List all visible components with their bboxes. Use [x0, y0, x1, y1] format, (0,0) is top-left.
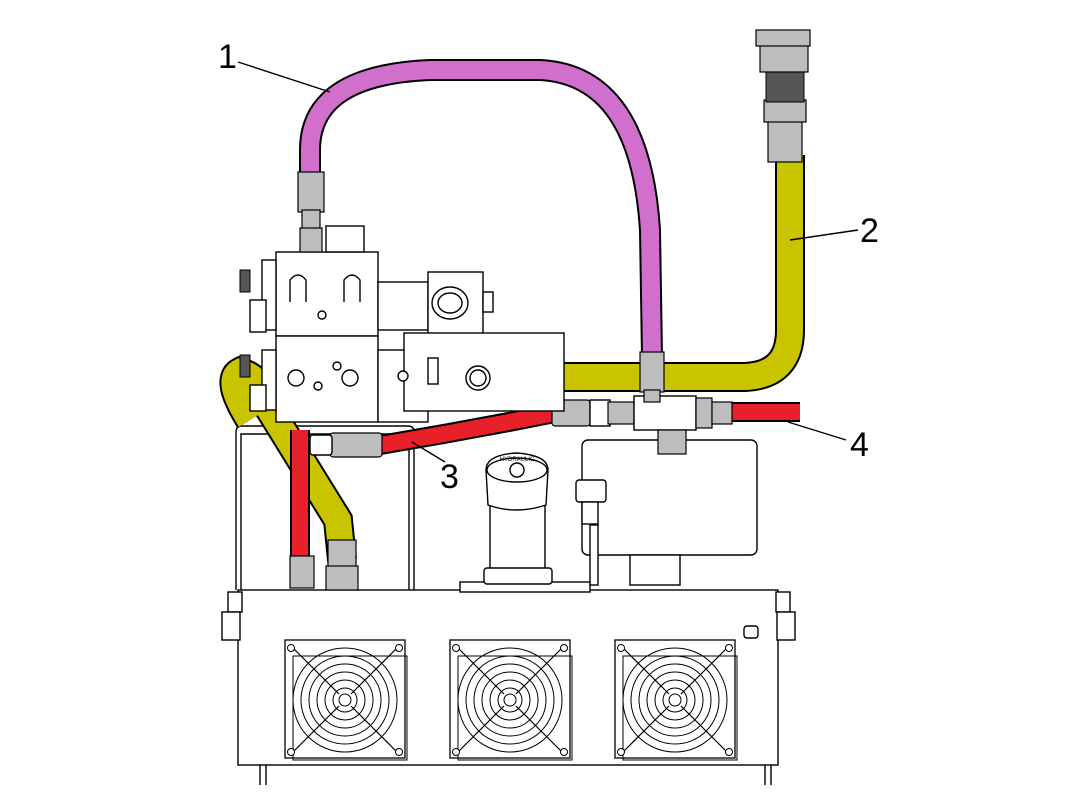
fan-1 — [284, 639, 408, 761]
callout-2-label: 2 — [860, 212, 879, 250]
pressure-sensor — [575, 479, 607, 525]
callout-1-label: 1 — [218, 38, 237, 76]
fan-2 — [449, 639, 573, 761]
cooling-fans — [284, 639, 738, 761]
hose-1 — [297, 59, 665, 403]
callout-4: 4 — [787, 421, 869, 464]
callout-2: 2 — [789, 212, 879, 250]
hose-4 — [551, 395, 800, 455]
callout-3-label: 3 — [440, 458, 459, 496]
frame — [235, 425, 758, 593]
breather-cap: HYDRAULIC — [485, 452, 549, 511]
cap-label: HYDRAULIC — [500, 457, 535, 463]
valve-block — [239, 225, 565, 423]
hose-3 — [289, 402, 562, 589]
callout-4-label: 4 — [850, 426, 869, 464]
fan-3 — [614, 639, 738, 761]
callout-3: 3 — [411, 441, 459, 496]
callout-1: 1 — [218, 38, 331, 93]
